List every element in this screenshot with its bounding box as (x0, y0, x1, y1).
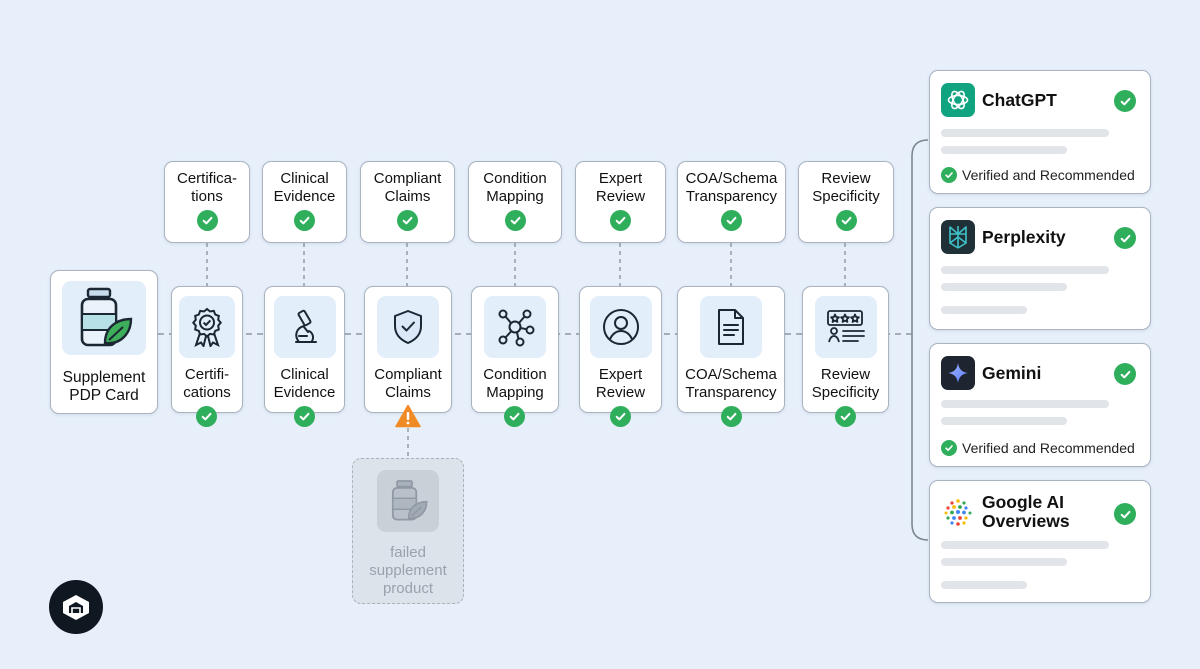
ai-name-google-ai-overviews: Google AI Overviews (982, 492, 1070, 531)
step-card-coa-schema[interactable]: COA/Schema Transparency (677, 286, 785, 413)
step-label-compliant-claims: Compliant Claims (374, 366, 442, 401)
check-icon (721, 406, 742, 427)
step-label-condition-mapping: Condition Mapping (483, 366, 547, 401)
microscope-icon (273, 296, 336, 358)
check-icon (1114, 90, 1136, 112)
label-card-compliant-claims: Compliant Claims (360, 161, 455, 243)
supplement-bottle-icon (377, 470, 439, 532)
brand-logo-icon (49, 580, 103, 634)
supplement-pdp-card[interactable]: Supplement PDP Card (50, 270, 158, 414)
expert-avatar-icon (589, 296, 652, 358)
placeholder-line (941, 266, 1109, 274)
step-label-coa-schema: COA/Schema Transparency (685, 366, 777, 401)
ai-name-gemini: Gemini (982, 362, 1042, 383)
step-card-condition-mapping[interactable]: Condition Mapping (471, 286, 559, 413)
verified-text: Verified and Recommended (962, 440, 1135, 456)
verified-status: Verified and Recommended (941, 167, 1135, 183)
check-icon (610, 210, 631, 231)
check-icon (835, 406, 856, 427)
label-compliant-claims: Compliant Claims (373, 170, 442, 205)
supplement-bottle-icon (62, 281, 146, 355)
warning-icon (395, 404, 421, 428)
label-certifications: Certifica- tions (176, 170, 237, 205)
check-icon (196, 210, 218, 231)
document-icon (700, 296, 762, 358)
rating-review-icon (814, 296, 877, 358)
placeholder-line (941, 283, 1067, 291)
label-coa-schema: COA/Schema Transparency (685, 170, 778, 205)
shield-check-icon (377, 296, 439, 358)
step-card-expert-review[interactable]: Expert Review (579, 286, 662, 413)
label-review-specificity: Review Specificity (812, 170, 880, 205)
check-icon (610, 406, 631, 427)
step-card-compliant-claims[interactable]: Compliant Claims (364, 286, 452, 413)
placeholder-line (941, 129, 1109, 137)
step-label-clinical-evidence: Clinical Evidence (273, 366, 336, 401)
placeholder-line (941, 541, 1109, 549)
failed-product-card: failed supplement product (352, 458, 464, 604)
chatgpt-logo-icon (941, 83, 975, 117)
label-card-expert-review: Expert Review (575, 161, 666, 243)
placeholder-line (941, 417, 1067, 425)
check-icon (397, 210, 418, 231)
pdp-card-label: Supplement PDP Card (62, 369, 146, 404)
label-card-condition-mapping: Condition Mapping (468, 161, 562, 243)
perplexity-logo-icon (941, 220, 975, 254)
award-ribbon-icon (179, 296, 235, 358)
check-icon (941, 440, 957, 456)
check-icon (504, 210, 526, 231)
check-icon (196, 406, 217, 427)
ai-card-gemini[interactable]: Gemini Verified and Recommended (929, 343, 1151, 467)
check-icon (1114, 363, 1136, 385)
check-icon (1114, 227, 1136, 249)
label-card-review-specificity: Review Specificity (798, 161, 894, 243)
ai-name-perplexity: Perplexity (982, 226, 1066, 247)
placeholder-line (941, 558, 1067, 566)
check-icon (504, 406, 525, 427)
ai-card-chatgpt[interactable]: ChatGPT Verified and Recommended (929, 70, 1151, 194)
gemini-logo-icon (941, 356, 975, 390)
placeholder-line (941, 146, 1067, 154)
step-label-expert-review: Expert Review (595, 366, 646, 401)
placeholder-line (941, 400, 1109, 408)
step-label-review-specificity: Review Specificity (811, 366, 880, 401)
failed-product-label: failed supplement product (369, 544, 447, 597)
label-clinical-evidence: Clinical Evidence (273, 170, 336, 205)
label-card-clinical-evidence: Clinical Evidence (262, 161, 347, 243)
ai-card-perplexity[interactable]: Perplexity (929, 207, 1151, 330)
check-icon (941, 167, 957, 183)
ai-card-google-ai-overviews[interactable]: Google AI Overviews (929, 480, 1151, 603)
verified-text: Verified and Recommended (962, 167, 1135, 183)
step-card-clinical-evidence[interactable]: Clinical Evidence (264, 286, 345, 413)
step-card-certifications[interactable]: Certifi- cations (171, 286, 243, 413)
label-condition-mapping: Condition Mapping (483, 170, 547, 205)
check-icon (835, 210, 857, 231)
check-icon (294, 210, 315, 231)
placeholder-line (941, 306, 1027, 314)
label-card-certifications: Certifica- tions (164, 161, 250, 243)
connector-bracket (911, 139, 929, 541)
label-expert-review: Expert Review (595, 170, 646, 205)
check-icon (1114, 503, 1136, 525)
ai-name-chatgpt: ChatGPT (982, 89, 1057, 110)
step-card-review-specificity[interactable]: Review Specificity (802, 286, 889, 413)
check-icon (294, 406, 315, 427)
label-card-coa-schema: COA/Schema Transparency (677, 161, 786, 243)
network-nodes-icon (484, 296, 546, 358)
placeholder-line (941, 581, 1027, 589)
verified-status: Verified and Recommended (941, 440, 1135, 456)
step-label-certifications: Certifi- cations (183, 366, 231, 401)
google-ai-overviews-logo-icon (941, 495, 975, 529)
check-icon (721, 210, 742, 231)
